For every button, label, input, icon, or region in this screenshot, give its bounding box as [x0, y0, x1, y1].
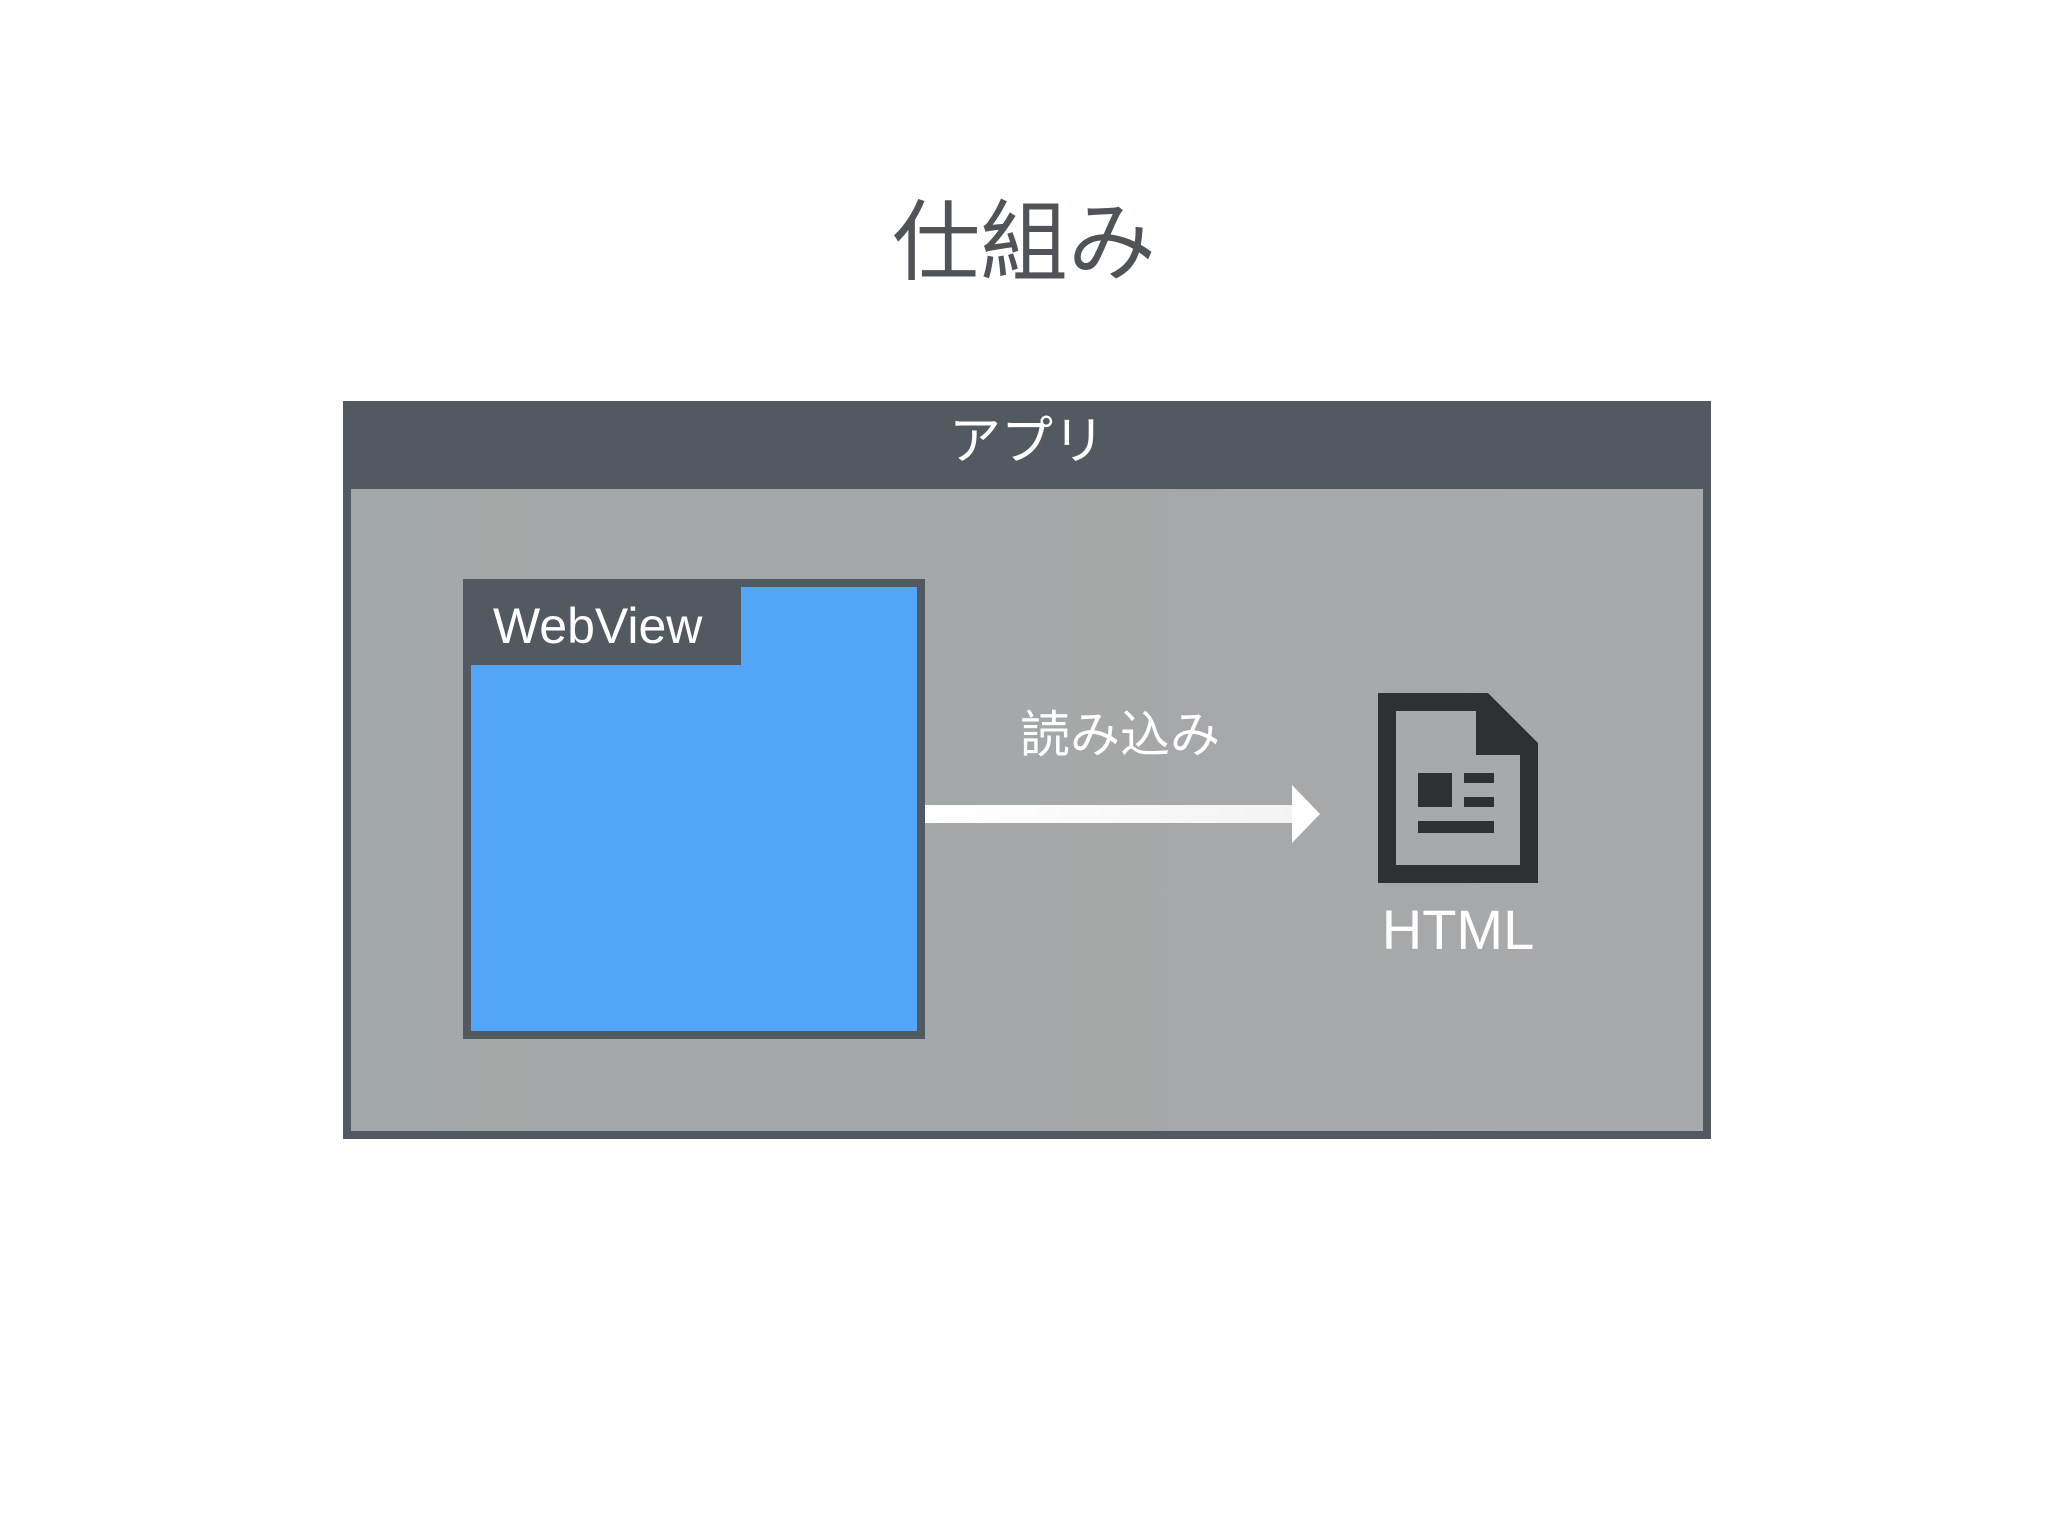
arrow-shaft — [925, 805, 1295, 823]
webview-box: WebView — [463, 579, 925, 1039]
document-line-3 — [1418, 821, 1494, 833]
document-line-1 — [1464, 773, 1494, 783]
app-label: アプリ — [948, 412, 1105, 472]
html-label: HTML — [1381, 898, 1535, 961]
document-image-block — [1418, 773, 1452, 807]
load-arrow — [925, 785, 1320, 843]
webview-label: WebView — [471, 587, 741, 665]
arrow-head — [1292, 785, 1320, 843]
arrow-label: 読み込み — [1020, 706, 1220, 764]
document-icon — [1378, 693, 1538, 883]
slide-title: 仕組み — [891, 191, 1156, 294]
document-line-2 — [1464, 797, 1494, 807]
